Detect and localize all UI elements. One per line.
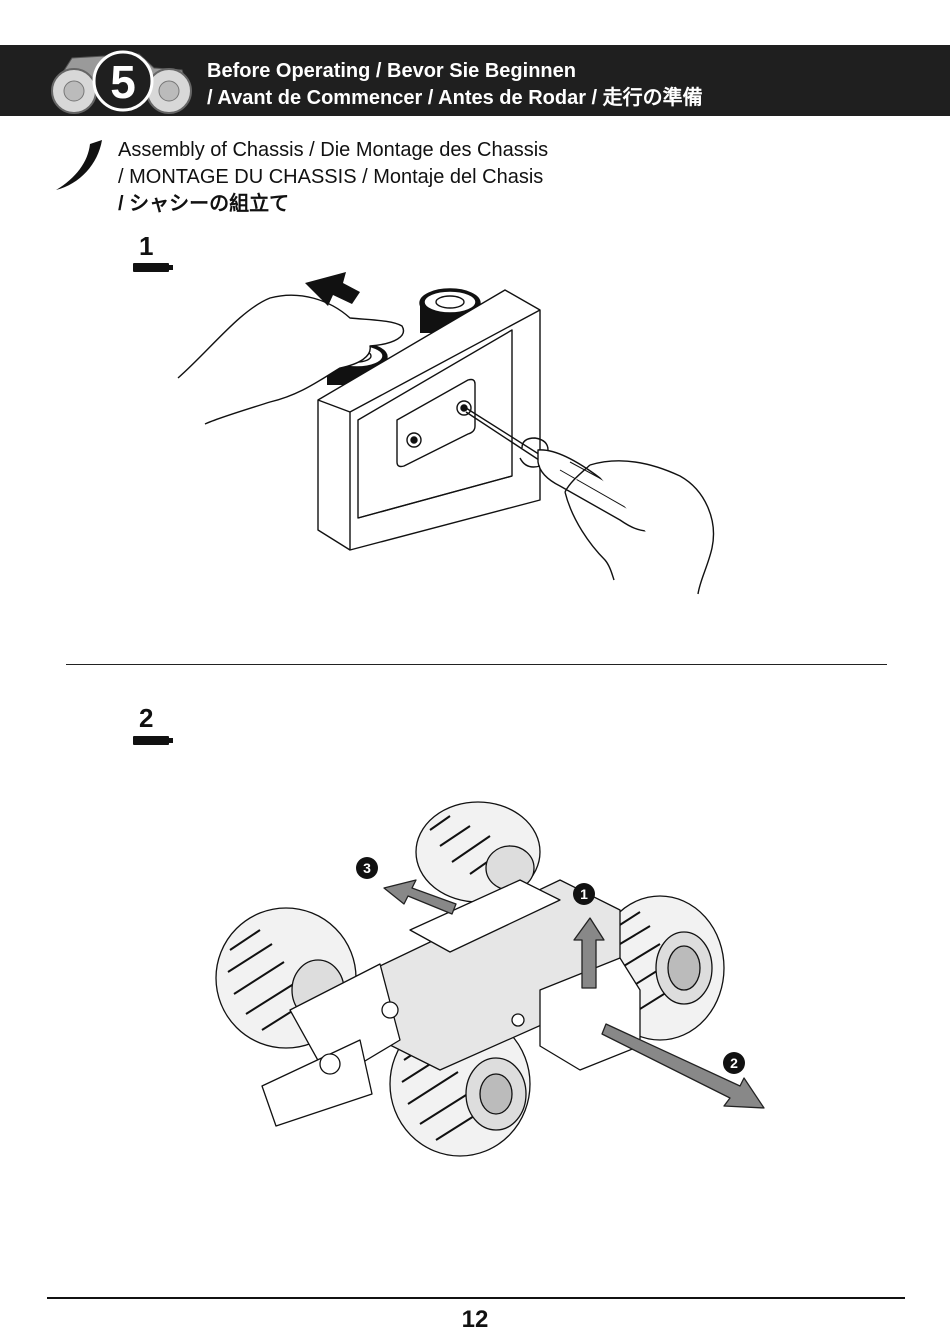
header-title: Before Operating / Bevor Sie Beginnen / …: [207, 58, 703, 112]
page-number: 12: [0, 1306, 950, 1334]
header-title-line1: Before Operating / Bevor Sie Beginnen: [207, 58, 703, 85]
svg-text:3: 3: [363, 860, 371, 876]
step-1-marker: [133, 263, 169, 272]
section-title-line2: / MONTAGE DU CHASSIS / Montaje del Chasi…: [118, 164, 548, 191]
step-1-illustration: [170, 270, 730, 600]
callout-2: 2: [723, 1052, 745, 1074]
section-title: Assembly of Chassis / Die Montage des Ch…: [118, 137, 548, 218]
section-divider: [66, 664, 887, 665]
step-2-marker: [133, 736, 169, 745]
step-2-illustration: 1 2 3: [200, 790, 780, 1170]
step-2-number: 2: [139, 705, 153, 731]
header-title-line2: / Avant de Commencer / Antes de Rodar / …: [207, 85, 703, 112]
crescent-bullet-icon: [54, 138, 106, 192]
monster-truck-step-icon: 5: [44, 46, 194, 116]
section-title-line3: / シャシーの組立て: [118, 191, 548, 218]
callout-3: 3: [356, 857, 378, 879]
section-title-line1: Assembly of Chassis / Die Montage des Ch…: [118, 137, 548, 164]
step-number-badge: 5: [110, 56, 136, 108]
footer-rule: [47, 1297, 905, 1299]
svg-text:1: 1: [580, 886, 588, 902]
svg-text:2: 2: [730, 1055, 738, 1071]
step-1-number: 1: [139, 233, 153, 259]
callout-1: 1: [573, 883, 595, 905]
